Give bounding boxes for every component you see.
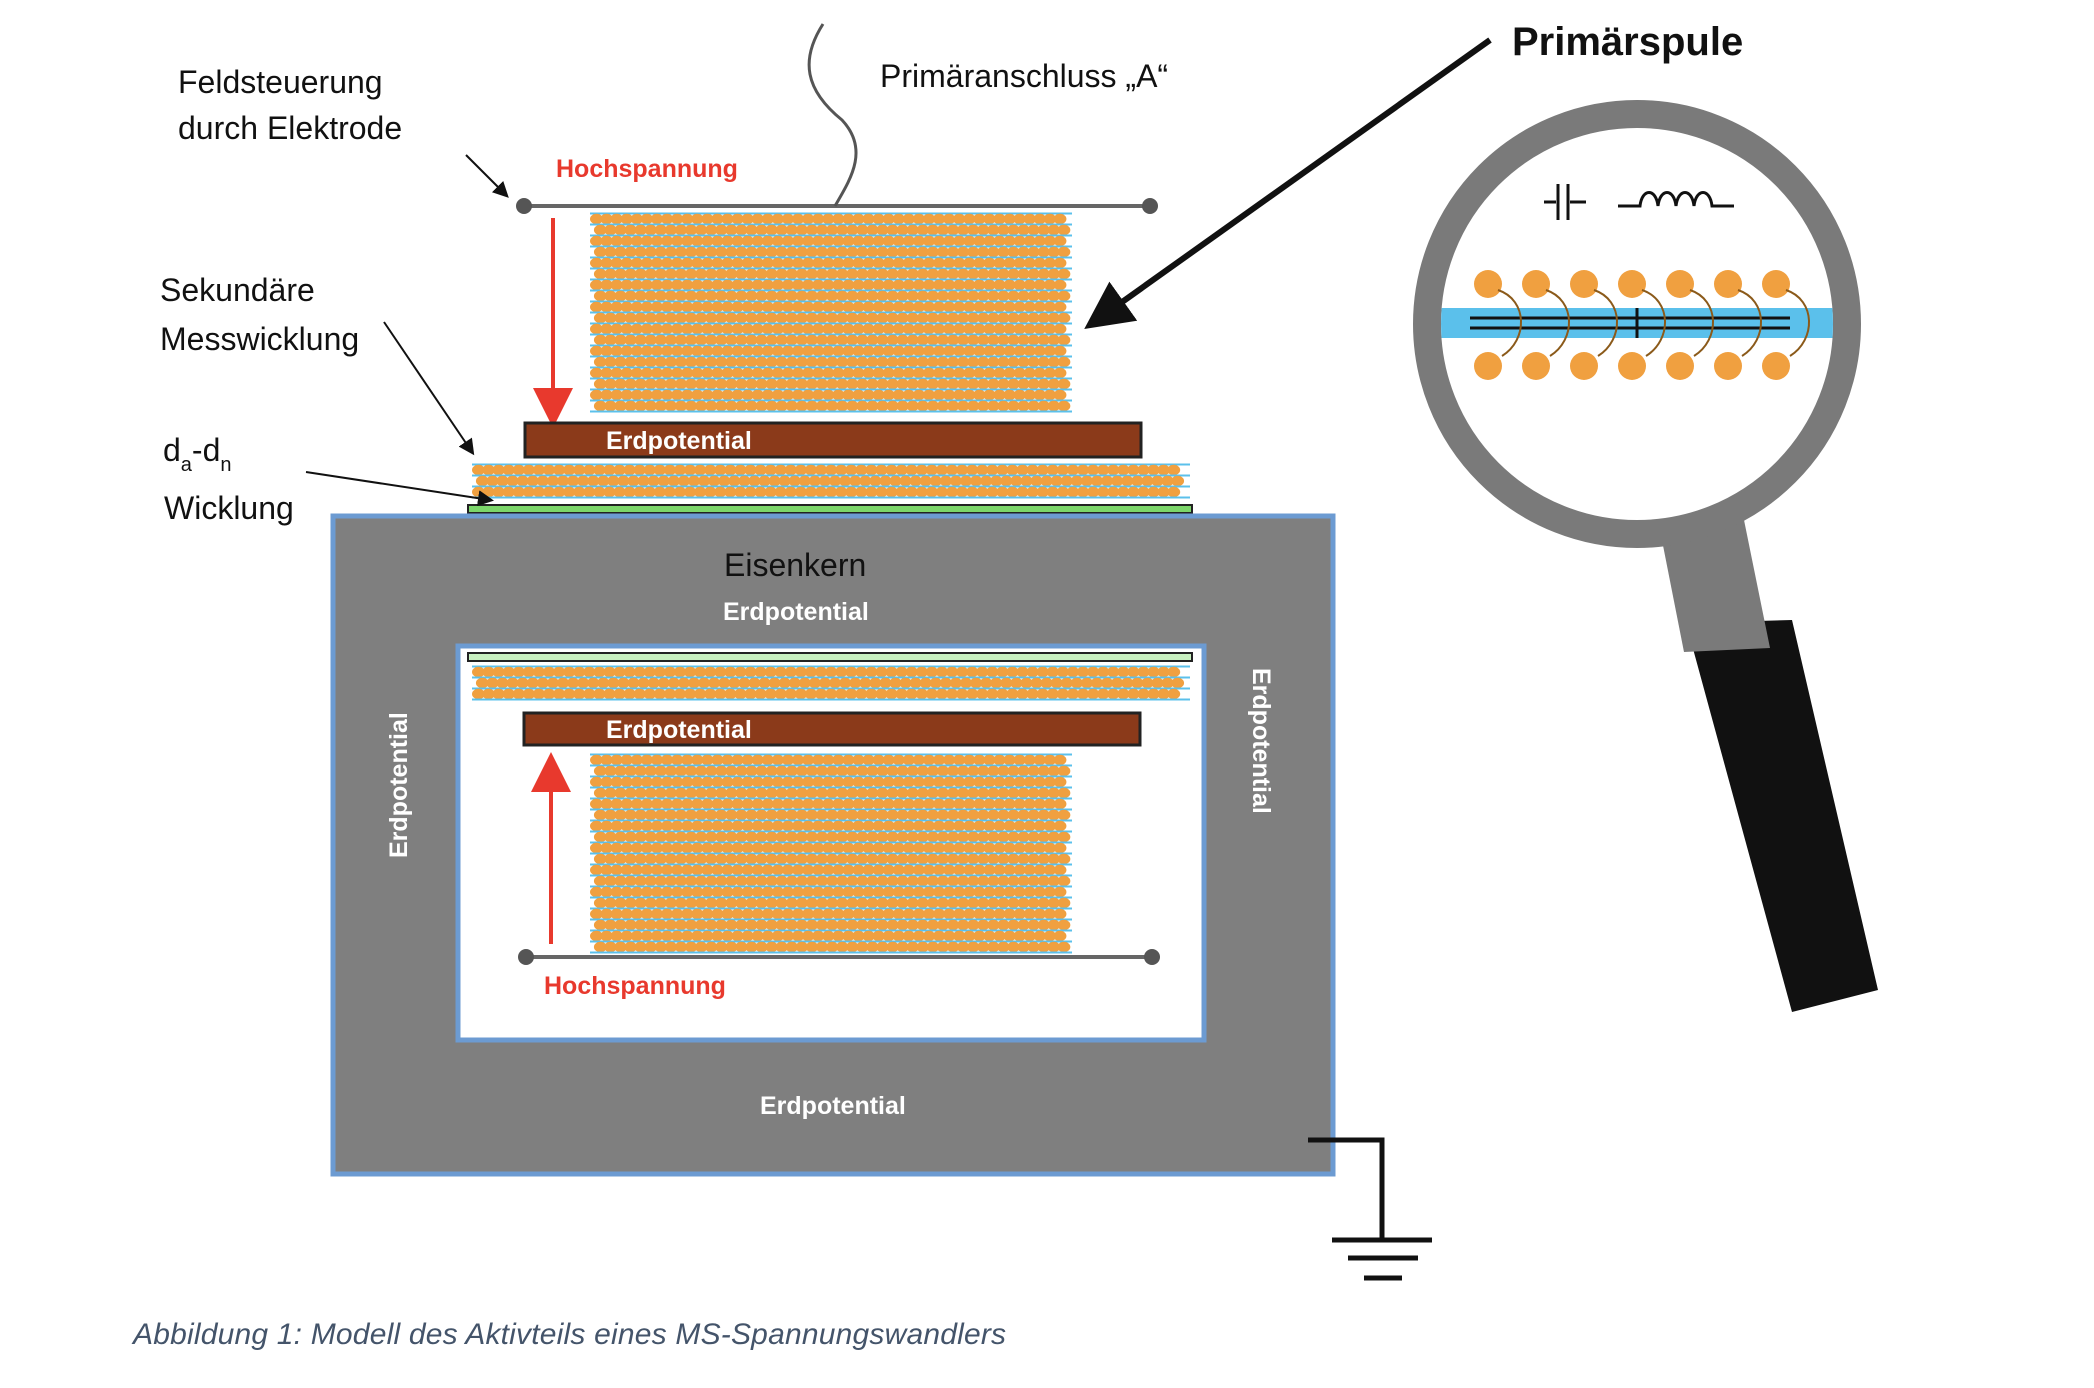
sekundaere-label-line1: Sekundäre [160, 272, 315, 308]
hochspannung-bottom-label: Hochspannung [544, 972, 726, 1000]
field-control-electrode-bottom [518, 949, 1160, 965]
primaerspule-arrow [1084, 37, 1492, 329]
lower-primary-winding [590, 753, 1072, 954]
secondary-winding-inner [472, 665, 1190, 701]
wicklung-label: Wicklung [164, 490, 294, 526]
eisenkern-label: Eisenkern [724, 547, 866, 583]
erdpotential-bar-top-label: Erdpotential [606, 427, 752, 455]
field-control-electrode-top [516, 198, 1158, 214]
erdpotential-bar-inner-label: Erdpotential [606, 716, 752, 744]
erdpotential-core-bottom-label: Erdpotential [760, 1092, 906, 1120]
earth-bar-top [523, 421, 1143, 459]
inductor-icon [1618, 191, 1734, 208]
capacitor-icon [1544, 184, 1586, 220]
erdpotential-core-left-label: Erdpotential [385, 712, 413, 858]
hochspannung-top-label: Hochspannung [556, 155, 738, 183]
primaeranschluss-label: Primäranschluss „A“ [880, 58, 1168, 94]
da-dn-winding-top [467, 504, 1193, 514]
dadn-label: da-dn [163, 432, 232, 476]
erdpotential-core-right-label: Erdpotential [1247, 668, 1275, 814]
upper-primary-winding [590, 212, 1072, 413]
erdpotential-core-top-label: Erdpotential [723, 598, 869, 626]
ground-icon [1308, 1137, 1432, 1281]
primaerspule-label: Primärspule [1512, 20, 1743, 64]
feldsteuerung-label-line1: Feldsteuerung [178, 64, 383, 100]
earth-bar-inner [522, 711, 1142, 747]
primary-connection-wire [807, 23, 858, 207]
dadn-leader [305, 471, 494, 507]
feldsteuerung-label-line2: durch Elektrode [178, 110, 402, 146]
figure-caption: Abbildung 1: Modell des Aktivteils eines… [133, 1318, 1007, 1351]
da-dn-winding-inner [467, 652, 1193, 662]
magnifying-glass-icon [1413, 100, 1878, 1012]
feldsteuerung-leader [465, 154, 509, 198]
sekundaere-label-line2: Messwicklung [160, 321, 359, 357]
sekundaere-leader [383, 321, 475, 456]
secondary-winding-top [472, 463, 1190, 499]
